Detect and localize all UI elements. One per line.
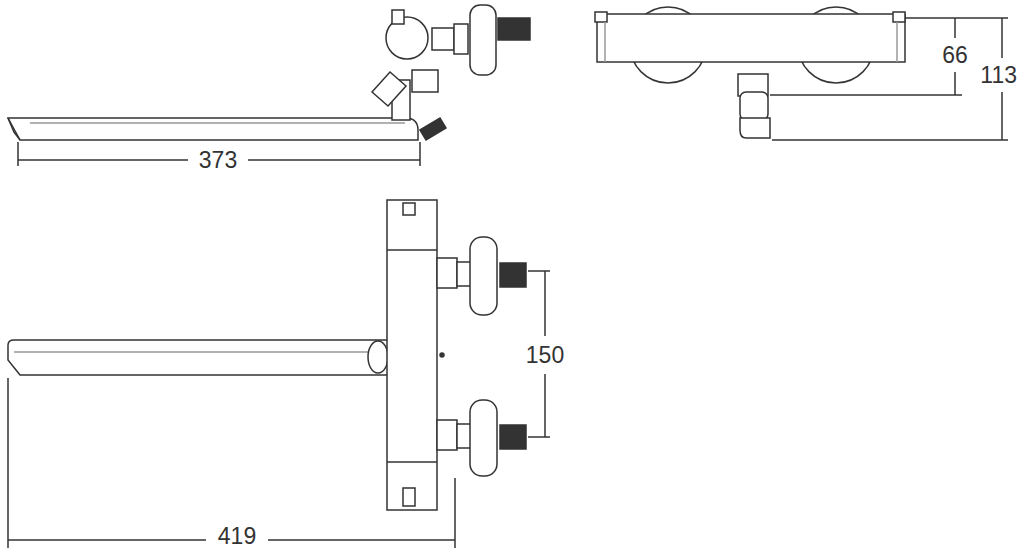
side-view: [8, 5, 530, 166]
top-view: [595, 7, 1008, 140]
front-view: [8, 200, 550, 548]
dimension-label: 419: [216, 525, 258, 548]
dimension-label: 373: [197, 149, 239, 172]
dimension-label: 66: [940, 44, 970, 67]
dimension-label: 113: [978, 64, 1019, 87]
dimension-label: 150: [524, 344, 566, 367]
